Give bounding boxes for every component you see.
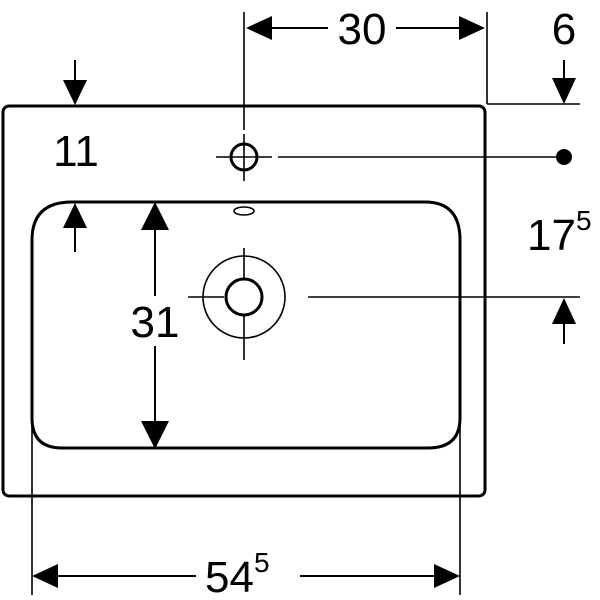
dimension-top-right-offset: 6 <box>552 5 576 104</box>
dim-label-11: 11 <box>53 127 99 176</box>
dim-superscript-5-bottom: 5 <box>254 547 270 578</box>
dimension-bowl-depth: 31 <box>122 202 188 449</box>
tap-hole <box>216 134 272 181</box>
dim-value-54: 54 <box>205 553 254 600</box>
dim-label-17-5: 175 <box>527 205 592 260</box>
basin-bowl-outline <box>30 200 462 450</box>
dimension-rim-depth: 11 <box>53 60 99 252</box>
dim-superscript-5: 5 <box>576 205 592 236</box>
tap-centerline-dot <box>556 149 572 165</box>
dimension-tap-to-drain: 175 <box>527 205 592 344</box>
dim-label-30: 30 <box>338 5 387 54</box>
dim-value-17: 17 <box>527 211 576 260</box>
overflow-hole <box>233 206 255 216</box>
dim-label-6: 6 <box>552 5 576 54</box>
drain <box>178 248 286 360</box>
dim-label-54-5: 545 <box>205 547 270 600</box>
dim-label-31: 31 <box>131 298 180 347</box>
dimension-top-width: 30 <box>246 4 485 54</box>
dimension-bottom-width: 545 <box>32 546 460 600</box>
